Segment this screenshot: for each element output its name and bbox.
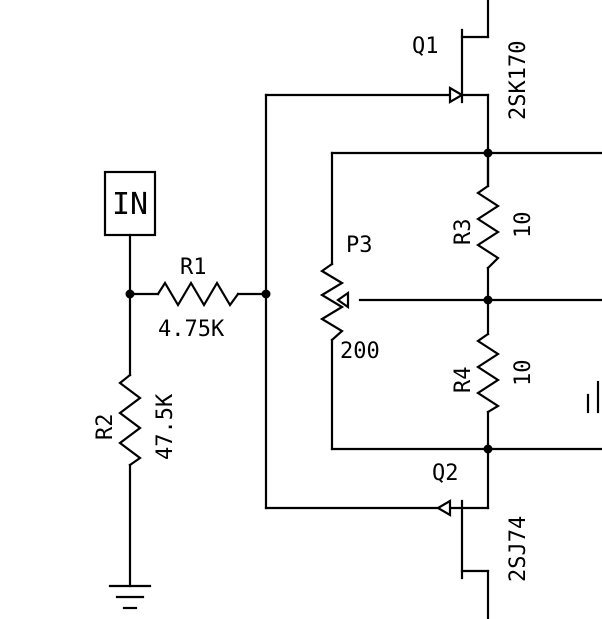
r2-ref-label: R2 bbox=[93, 414, 118, 441]
q1-gate-arrow-icon bbox=[448, 86, 465, 104]
r3-ref-label: R3 bbox=[451, 219, 476, 246]
input-terminal: IN bbox=[103, 170, 157, 237]
r4-value-label: 10 bbox=[511, 360, 536, 387]
r3-resistor-icon bbox=[475, 184, 501, 270]
junction-dots bbox=[125, 148, 493, 454]
r4-ref-label: R4 bbox=[451, 367, 476, 394]
r1-ref-label: R1 bbox=[180, 255, 207, 280]
q2-part-label: 2SJ74 bbox=[506, 516, 531, 582]
capacitor-partial-icon bbox=[586, 380, 600, 414]
r2-resistor-icon bbox=[118, 373, 142, 467]
q1-part-label: 2SK170 bbox=[506, 41, 531, 120]
labels: Q1 2SK170 Q2 2SJ74 R1 4.75K R2 47.5K R3 … bbox=[93, 34, 536, 582]
r2-value-label: 47.5K bbox=[153, 393, 178, 460]
q2-ref-label: Q2 bbox=[432, 461, 459, 486]
r1-value-label: 4.75K bbox=[158, 317, 225, 342]
wires bbox=[128, 0, 602, 619]
p3-value-label: 200 bbox=[340, 339, 380, 364]
r3-value-label: 10 bbox=[511, 212, 536, 239]
p3-pot-resistor-icon bbox=[319, 262, 345, 342]
ground-icon bbox=[108, 584, 152, 610]
q1-ref-label: Q1 bbox=[412, 34, 439, 59]
p3-wiper-arrow-icon bbox=[336, 290, 350, 310]
p3-ref-label: P3 bbox=[346, 233, 373, 258]
gate-arrows bbox=[435, 86, 465, 517]
q2-gate-arrow-icon bbox=[435, 499, 452, 517]
input-label: IN bbox=[112, 187, 148, 222]
r4-resistor-icon bbox=[475, 332, 501, 414]
r1-resistor-icon bbox=[156, 280, 240, 308]
resistors bbox=[118, 184, 501, 467]
